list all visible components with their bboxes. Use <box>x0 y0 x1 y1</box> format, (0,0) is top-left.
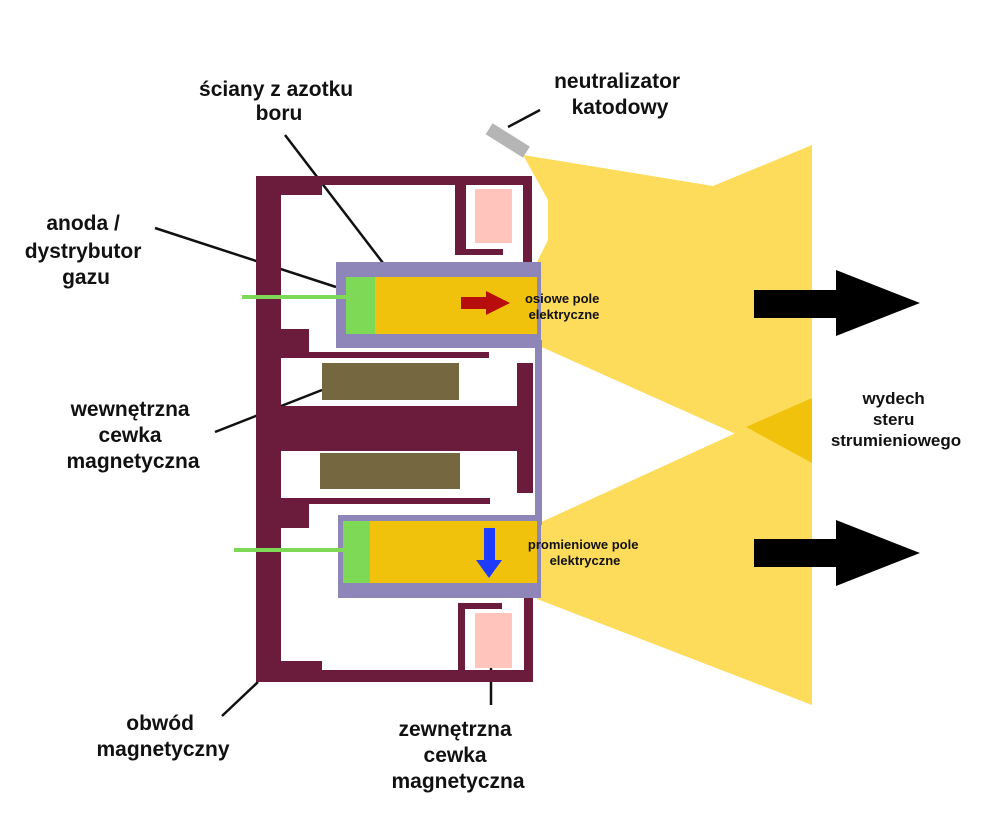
label-line: dystrybutor <box>25 240 142 263</box>
label-radial-field: promieniowe pole elektryczne <box>528 537 642 568</box>
label-inner-coil: wewnętrzna cewka magnetyczna <box>66 398 199 473</box>
label-exhaust: wydech steru strumieniowego <box>831 389 961 450</box>
label-line: magnetyczny <box>96 738 229 761</box>
upper-channel <box>375 277 537 334</box>
thrust-arrow-lower-icon <box>754 520 920 586</box>
label-line: magnetyczna <box>391 770 524 793</box>
label-line: magnetyczna <box>66 450 199 473</box>
lower-plume <box>537 398 812 705</box>
label-anode: anoda / dystrybutor gazu <box>25 212 148 289</box>
outer-coil-bottom <box>475 613 512 668</box>
label-axial-field: osiowe pole elektryczne <box>525 291 603 322</box>
inner-coil-top <box>322 363 459 400</box>
label-line: anoda / <box>46 212 120 235</box>
label-line: neutralizator <box>554 70 680 93</box>
label-line: strumieniowego <box>831 431 961 450</box>
cathode-neutralizer <box>485 123 530 158</box>
plume-overlap <box>746 398 812 463</box>
label-line: katodowy <box>572 96 669 119</box>
label-line: ściany z azotku <box>199 78 353 101</box>
label-line: elektryczne <box>550 553 621 568</box>
label-line: steru <box>873 410 915 429</box>
label-line: zewnętrzna <box>398 718 512 741</box>
label-line: cewka <box>99 424 162 447</box>
lower-anode <box>343 521 370 583</box>
label-line: promieniowe pole <box>528 537 639 552</box>
label-cathode-neutralizer: neutralizator katodowy <box>554 70 686 119</box>
label-line: boru <box>256 102 303 125</box>
label-boron-nitride-walls: ściany z azotku boru <box>199 78 359 125</box>
upper-anode <box>346 277 375 334</box>
label-line: cewka <box>424 744 487 767</box>
label-outer-coil: zewnętrzna cewka magnetyczna <box>391 718 524 793</box>
outer-coil-top <box>475 189 512 243</box>
leader-line-circuit <box>221 681 259 717</box>
label-line: elektryczne <box>529 307 600 322</box>
magnetic-circuit <box>256 176 533 682</box>
leader-line-cathode <box>507 108 541 129</box>
label-line: wydech <box>861 389 924 408</box>
axial-field-arrow-icon <box>461 291 510 315</box>
label-magnetic-circuit: obwód magnetyczny <box>96 712 229 761</box>
label-line: wewnętrzna <box>70 398 190 421</box>
radial-field-arrow-icon <box>476 528 502 578</box>
label-line: gazu <box>62 266 110 289</box>
lower-channel <box>370 521 537 583</box>
leader-line-walls <box>284 134 384 264</box>
inner-coil-bottom <box>320 453 460 489</box>
label-line: obwód <box>126 712 194 735</box>
leader-lines <box>154 108 541 717</box>
upper-plume <box>523 145 812 468</box>
label-line: osiowe pole <box>525 291 599 306</box>
leader-line-anode <box>154 226 337 289</box>
thrust-arrow-upper-icon <box>754 270 920 336</box>
